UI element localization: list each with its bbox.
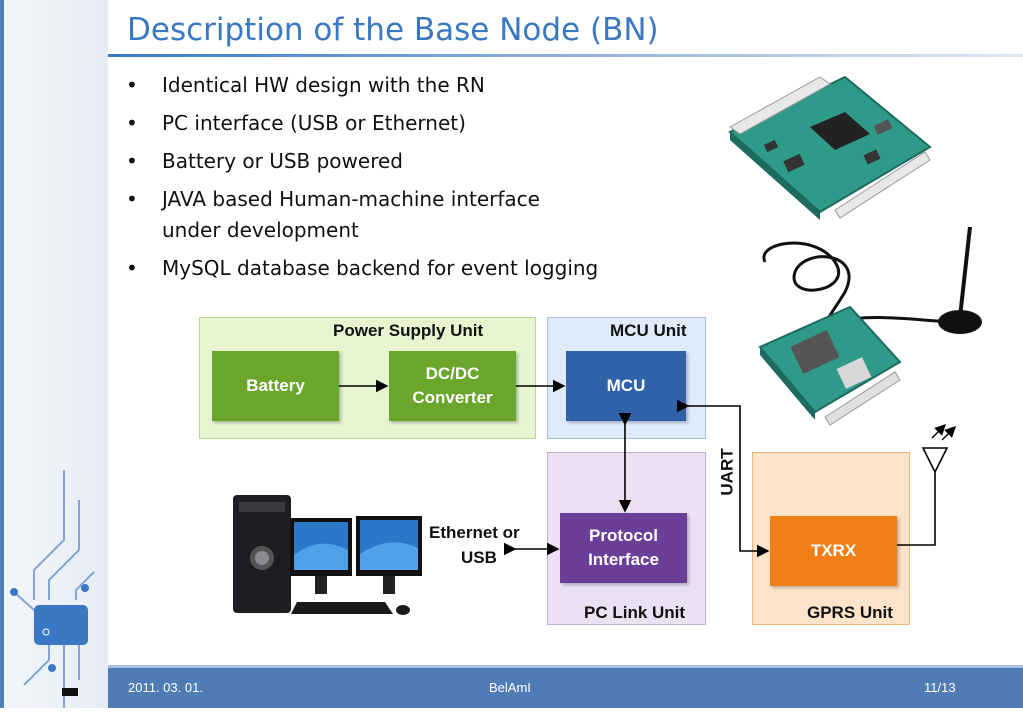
pc-link-unit-label: PC Link Unit [584, 603, 686, 622]
txrx-label: TXRX [810, 541, 857, 560]
txrx-block: TXRX [770, 516, 897, 586]
gprs-module-antenna-photo-icon [758, 226, 982, 426]
mcu-unit-label: MCU Unit [610, 321, 687, 340]
pc-workstation-icon [233, 495, 422, 615]
footer-date: 2011. 03. 01. [128, 680, 203, 695]
protocol-label-line1: Protocol [589, 526, 658, 545]
bullet-item: MySQL database backend for event logging [126, 253, 602, 284]
ethernet-label-line2: USB [461, 548, 497, 567]
bullet-item: JAVA based Human-machine interface under… [126, 184, 582, 246]
gprs-unit-label: GPRS Unit [807, 603, 893, 622]
footer-project: BelAmI [489, 680, 531, 695]
title-underline [108, 54, 1023, 57]
power-supply-unit-label: Power Supply Unit [333, 321, 484, 340]
slide-title: Description of the Base Node (BN) [127, 12, 659, 48]
mcu-block: MCU [566, 351, 686, 421]
bullet-item: Identical HW design with the RN [126, 70, 602, 101]
uart-label: UART [717, 448, 737, 496]
bullet-item: Battery or USB powered [126, 146, 602, 177]
battery-block: Battery [212, 351, 339, 421]
circuit-board-photo-icon [728, 75, 932, 220]
dcdc-label-line2: Converter [412, 388, 493, 407]
bullet-list: Identical HW design with the RN PC inter… [126, 70, 602, 291]
ethernet-label-line1: Ethernet or [429, 523, 520, 542]
dcdc-label-line1: DC/DC [425, 364, 480, 383]
circuit-decoration-icon [10, 470, 95, 708]
mcu-label: MCU [606, 376, 646, 395]
bullet-item: PC interface (USB or Ethernet) [126, 108, 602, 139]
sidebar-decoration [0, 0, 108, 708]
protocol-label-line2: Interface [588, 550, 659, 569]
protocol-interface-block: Protocol Interface [560, 513, 687, 583]
dcdc-converter-block: DC/DC Converter [389, 351, 516, 421]
battery-label: Battery [246, 376, 305, 395]
footer-page-number: 11/13 [924, 680, 956, 695]
antenna-icon [921, 447, 949, 474]
footer-bar: 2011. 03. 01. BelAmI 11/13 [108, 665, 1023, 708]
